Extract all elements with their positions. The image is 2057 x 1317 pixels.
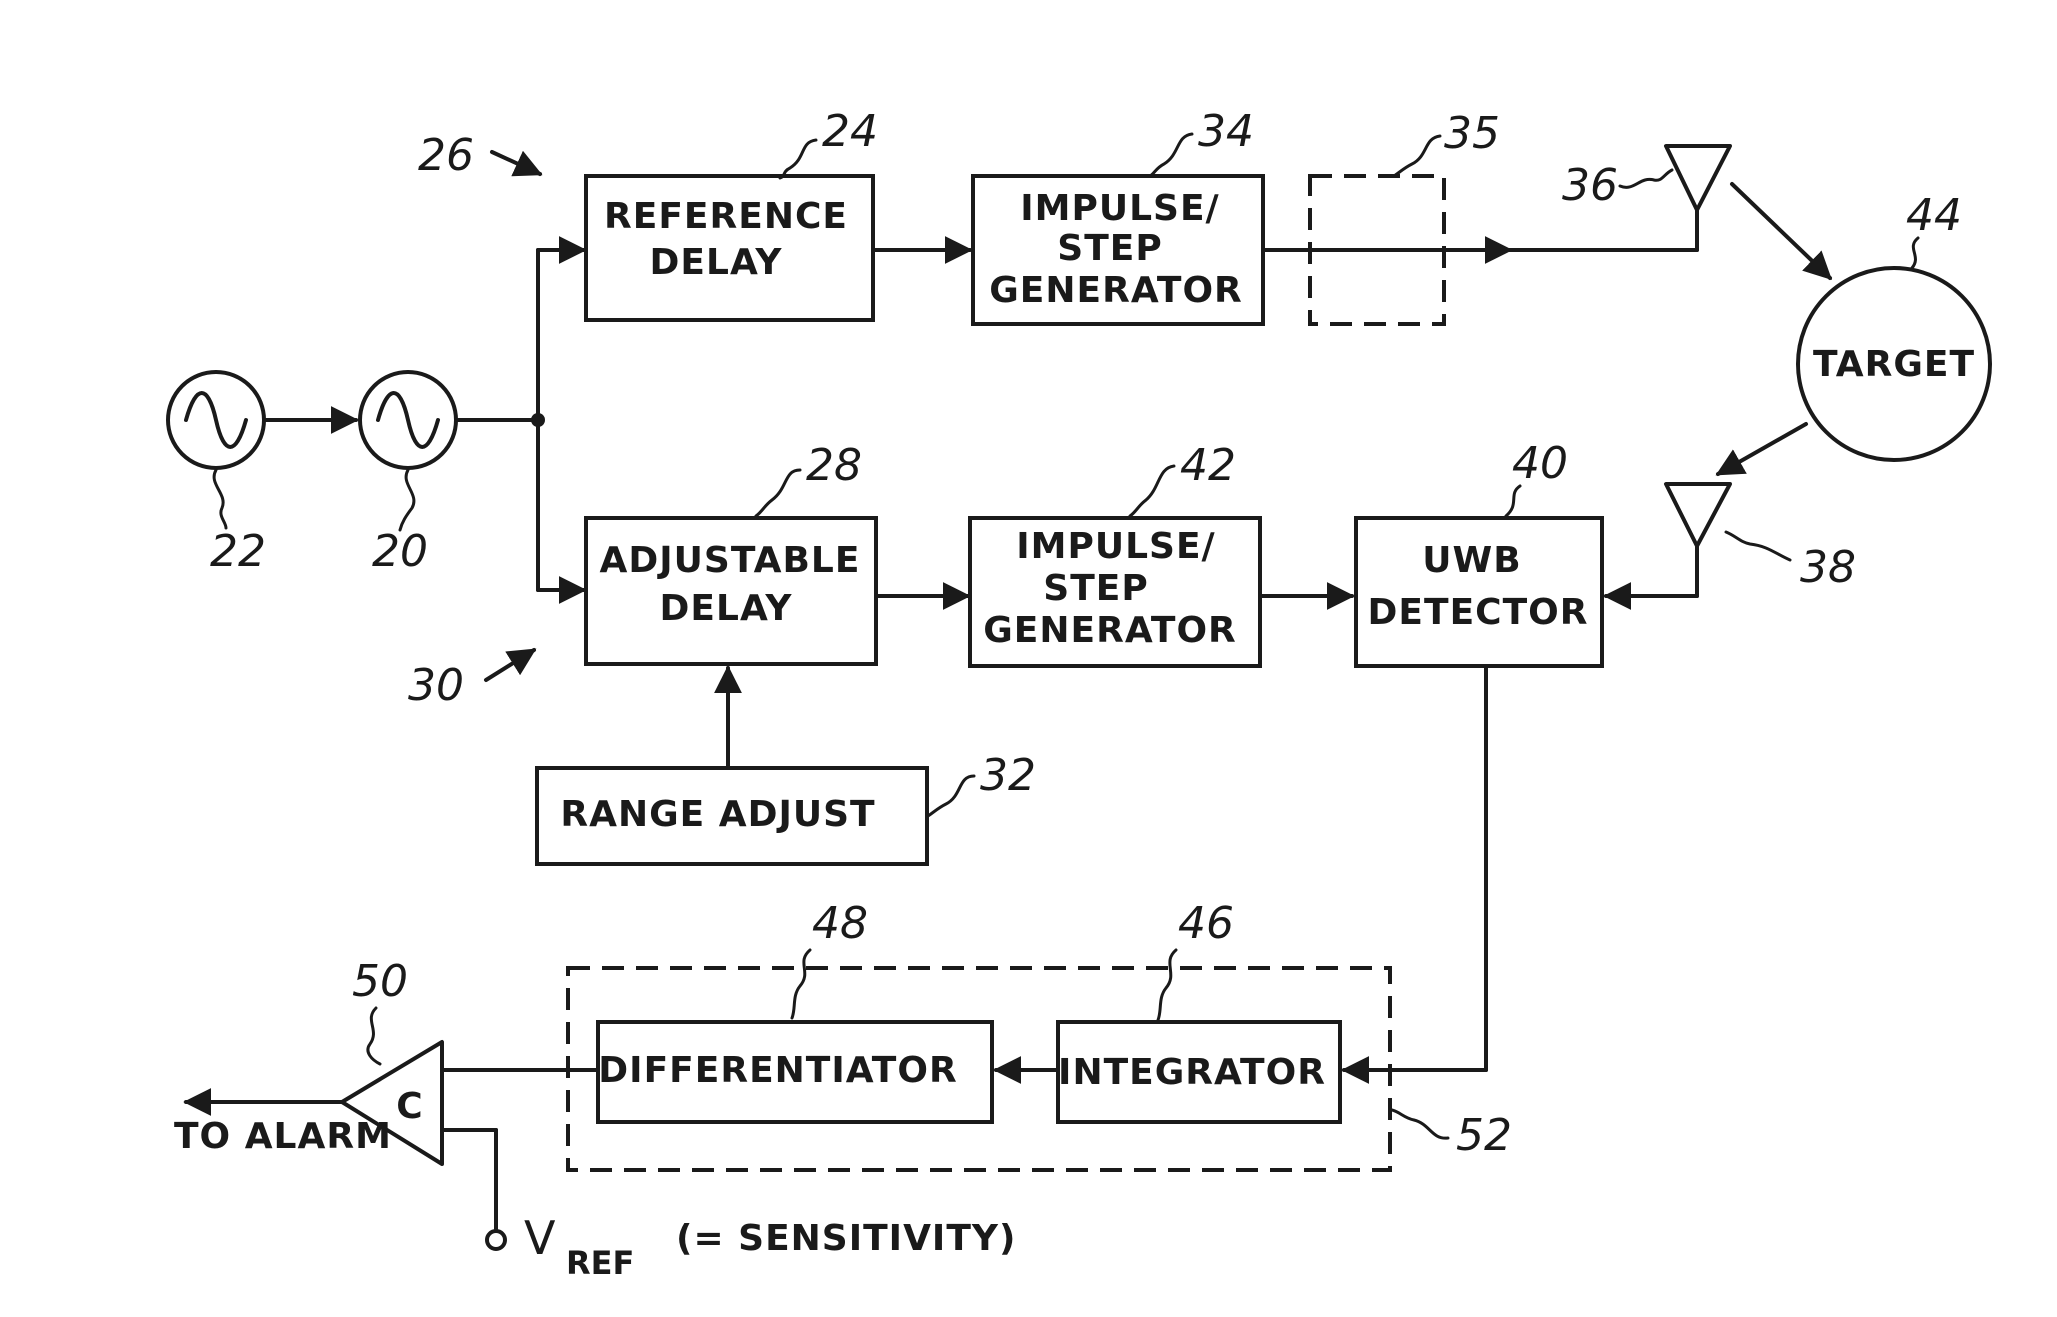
ref-44-leader [1910,236,1920,270]
ref-38-leader [1724,530,1792,562]
impulse-top-label-2: STEP [1057,228,1162,269]
comparator-triangle: C [340,1040,444,1166]
ref-36: 36 [1562,160,1618,211]
vref-v-label: V [524,1211,556,1265]
impulse-top-label-3: GENERATOR [989,270,1243,311]
ref-34-leader [1148,132,1194,178]
impulse-generator-top-block: IMPULSE/ STEP GENERATOR [971,174,1265,326]
ref-32-leader [926,774,976,818]
sensitivity-label: (= SENSITIVITY) [676,1218,1016,1259]
ref-52: 52 [1456,1110,1512,1161]
tx-antenna [1664,144,1732,252]
adjustable-delay-block: ADJUSTABLE DELAY [584,516,878,666]
target-circle: TARGET [1796,266,1992,462]
range-adjust-label: RANGE ADJUST [560,794,875,835]
oscillator-20 [358,370,458,470]
differentiator-block: DIFFERENTIATOR [596,1020,994,1124]
ref-48-leader [790,948,812,1020]
ref-28-leader [754,468,802,518]
uwb-detector-block: UWB DETECTOR [1354,516,1604,668]
vref-terminal [485,1229,507,1251]
ref-46: 46 [1178,898,1234,949]
ref-38: 38 [1800,542,1856,593]
ref-24: 24 [822,106,878,157]
impulse-bottom-label-1: IMPULSE/ [1016,526,1215,567]
ref-28: 28 [806,440,862,491]
reference-delay-label-2: DELAY [650,242,783,283]
uwb-detector-label-2: DETECTOR [1368,592,1589,633]
impulse-top-label-1: IMPULSE/ [1020,188,1219,229]
tx-to-target-arrow [1730,182,1833,280]
ref-32: 32 [980,750,1036,801]
comparator-label: C [396,1086,423,1127]
ref-42: 42 [1180,440,1236,491]
target-to-rx-arrow [1715,422,1808,476]
ref-52-leader [1390,1108,1450,1140]
ref-20-leader [398,468,416,532]
ref-40: 40 [1512,438,1568,489]
ref-48: 48 [812,898,868,949]
integrator-label: INTEGRATOR [1058,1052,1326,1093]
ref-22-leader [212,468,228,530]
impulse-generator-bottom-block: IMPULSE/ STEP GENERATOR [968,516,1262,668]
ref-30: 30 [408,660,464,711]
target-label: TARGET [1813,344,1975,385]
ref-36-leader [1618,168,1674,189]
impulse-bottom-label-3: GENERATOR [983,610,1237,651]
range-adjust-block: RANGE ADJUST [535,766,929,866]
ref-42-leader [1128,464,1176,518]
ref-44: 44 [1906,190,1962,241]
integrator-block: INTEGRATOR [1056,1020,1342,1124]
ref-26-arrow [490,150,543,177]
ref-40-leader [1504,484,1522,518]
reference-delay-label-1: REFERENCE [604,196,848,237]
adjustable-delay-label-2: DELAY [660,588,793,629]
ref-35: 35 [1444,108,1500,159]
ref-34: 34 [1198,106,1254,157]
ref-24-leader [778,138,818,180]
ref-20: 20 [372,526,428,577]
ref-50: 50 [352,956,408,1007]
to-alarm-label: TO ALARM [174,1116,392,1157]
ref-46-leader [1156,948,1178,1022]
uwb-detector-label-1: UWB [1422,540,1521,581]
ref-50-leader [366,1006,382,1066]
ref-30-arrow [484,648,537,682]
ref-35-leader [1392,134,1442,178]
reference-delay-block: REFERENCE DELAY [584,174,875,322]
adjustable-delay-label-1: ADJUSTABLE [600,540,861,581]
ref-22: 22 [210,526,266,577]
ref-26: 26 [418,130,474,181]
oscillator-22 [166,370,266,470]
rx-antenna [1664,482,1732,598]
impulse-bottom-label-2: STEP [1043,568,1148,609]
vref-sub-label: REF [566,1244,634,1282]
optional-block-35 [1308,174,1446,326]
differentiator-label: DIFFERENTIATOR [598,1050,957,1091]
